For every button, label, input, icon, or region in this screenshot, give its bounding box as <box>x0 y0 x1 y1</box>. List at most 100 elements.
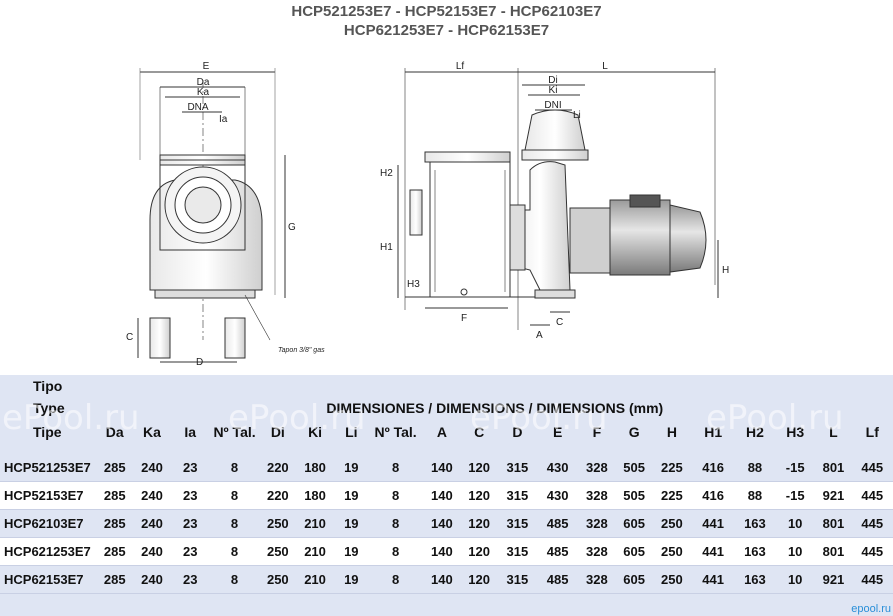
column-header: Ka <box>143 424 161 440</box>
value-cell: 240 <box>132 509 172 538</box>
value-cell: 163 <box>734 565 776 594</box>
value-cell: 8 <box>368 565 423 594</box>
dim-Lf: Lf <box>456 61 465 72</box>
value-cell: 485 <box>537 537 578 566</box>
value-cell: 315 <box>497 565 538 594</box>
value-cell: 8 <box>209 565 260 594</box>
dim-A: A <box>536 330 543 341</box>
dim-H3: H3 <box>407 279 420 290</box>
dim-C-side: C <box>556 317 563 328</box>
value-cell: 328 <box>577 454 617 482</box>
value-cell: 441 <box>691 509 735 538</box>
value-cell: 140 <box>422 537 462 566</box>
header-tipo: Tipo <box>33 378 63 394</box>
column-header: Lf <box>865 424 879 440</box>
value-cell: 88 <box>734 454 776 482</box>
technical-drawing: E Da Ka DNA Ia G C D Tapon 3/8" gas <box>126 61 729 368</box>
value-cell: 285 <box>96 454 133 482</box>
dim-H1: H1 <box>380 242 393 253</box>
value-cell: 445 <box>851 454 893 482</box>
value-cell: 250 <box>652 509 692 538</box>
dim-H: H <box>722 265 729 276</box>
column-header: Di <box>270 424 285 440</box>
value-cell: 120 <box>461 537 498 566</box>
value-cell: 120 <box>461 565 498 594</box>
value-cell: 19 <box>334 454 369 482</box>
column-header: A <box>436 424 447 440</box>
value-cell: 285 <box>96 481 133 510</box>
value-cell: 140 <box>422 481 462 510</box>
dim-C-front: C <box>126 332 133 343</box>
value-cell: -15 <box>775 454 816 482</box>
title-line-2: HCP621253E7 - HCP62153E7 <box>343 22 550 39</box>
value-cell: 10 <box>775 537 816 566</box>
value-cell: 140 <box>422 565 462 594</box>
model-cell: HCP62153E7 <box>0 565 97 594</box>
plug-note: Tapon 3/8" gas <box>278 347 325 354</box>
value-cell: 445 <box>851 565 893 594</box>
dimensions-table: Tipo Type DIMENSIONES / DIMENSIONS / DIM… <box>0 375 893 616</box>
column-header: Li <box>345 424 358 440</box>
dim-DNI: DNI <box>544 100 561 111</box>
value-cell: 23 <box>171 537 210 566</box>
value-cell: 250 <box>259 565 296 594</box>
value-cell: 605 <box>616 509 653 538</box>
value-cell: 88 <box>734 481 776 510</box>
column-header: Da <box>105 424 124 440</box>
value-cell: 416 <box>691 454 735 482</box>
column-header: Ki <box>308 424 323 440</box>
dimensions-header: DIMENSIONES / DIMENSIONS / DIMENSIONS (m… <box>326 400 664 416</box>
value-cell: 8 <box>209 537 260 566</box>
dim-D: D <box>196 357 203 368</box>
value-cell: 210 <box>295 537 335 566</box>
value-cell: 921 <box>815 481 852 510</box>
value-cell: 120 <box>461 481 498 510</box>
value-cell: 8 <box>209 481 260 510</box>
value-cell: 430 <box>537 454 578 482</box>
value-cell: 163 <box>734 537 776 566</box>
column-header: C <box>474 424 485 440</box>
value-cell: 315 <box>497 454 538 482</box>
value-cell: 140 <box>422 509 462 538</box>
column-header: Nº Tal. <box>213 424 256 440</box>
value-cell: 416 <box>691 481 735 510</box>
value-cell: 485 <box>537 565 578 594</box>
value-cell: 210 <box>295 565 335 594</box>
column-header: G <box>628 424 640 440</box>
value-cell: 240 <box>132 454 172 482</box>
value-cell: 441 <box>691 565 735 594</box>
value-cell: 285 <box>96 565 133 594</box>
value-cell: 19 <box>334 565 369 594</box>
model-cell: HCP52153E7 <box>0 481 97 510</box>
value-cell: 240 <box>132 565 172 594</box>
value-cell: 120 <box>461 509 498 538</box>
value-cell: 445 <box>851 537 893 566</box>
dim-Da: Da <box>197 77 210 88</box>
value-cell: 250 <box>652 565 692 594</box>
model-cell: HCP62103E7 <box>0 509 97 538</box>
value-cell: 120 <box>461 454 498 482</box>
column-header: H2 <box>745 424 764 440</box>
value-cell: 180 <box>295 481 335 510</box>
value-cell: 163 <box>734 509 776 538</box>
value-cell: 285 <box>96 537 133 566</box>
value-cell: 328 <box>577 481 617 510</box>
value-cell: 19 <box>334 537 369 566</box>
value-cell: 605 <box>616 537 653 566</box>
value-cell: 19 <box>334 481 369 510</box>
title-line-1: HCP521253E7 - HCP52153E7 - HCP62103E7 <box>291 3 602 20</box>
value-cell: 250 <box>259 509 296 538</box>
value-cell: 240 <box>132 481 172 510</box>
value-cell: 8 <box>368 537 423 566</box>
corner-logo: epool.ru <box>851 603 891 615</box>
model-cell: HCP621253E7 <box>0 537 97 566</box>
value-cell: 315 <box>497 537 538 566</box>
value-cell: 328 <box>577 537 617 566</box>
value-cell: 250 <box>652 537 692 566</box>
header-tipe: Tipe <box>33 424 62 440</box>
model-cell: HCP521253E7 <box>0 454 97 482</box>
value-cell: 23 <box>171 509 210 538</box>
column-header: F <box>592 424 602 440</box>
dim-Ka: Ka <box>197 87 210 98</box>
